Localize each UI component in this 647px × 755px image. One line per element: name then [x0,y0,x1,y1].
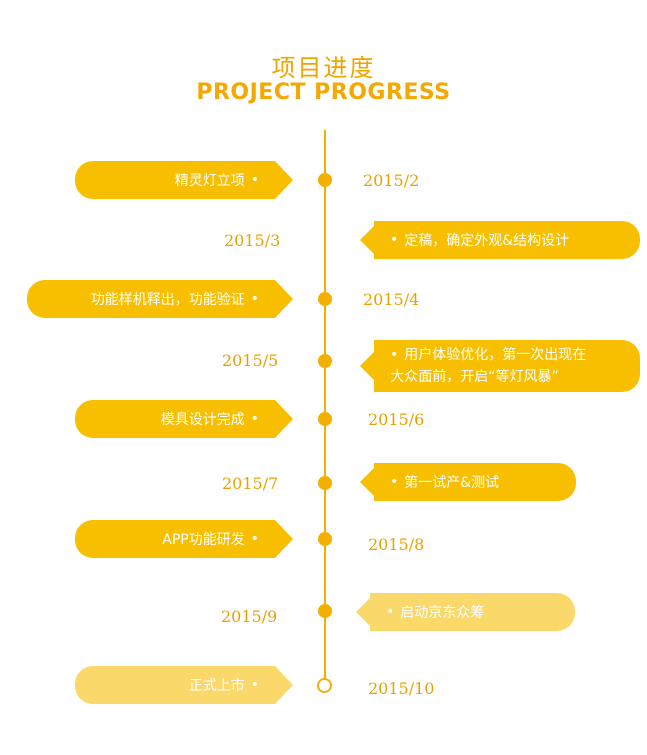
bubble-dot: • [250,291,259,307]
timeline-dot-hollow [317,678,332,693]
bubble-dot: • [390,474,399,490]
milestone-date: 2015/9 [221,607,278,626]
milestone-text: 用户体验优化，第一次出现在 [404,347,587,363]
milestone-date: 2015/5 [222,351,279,370]
bubble-dot: • [386,604,395,620]
milestone-bubble: APP功能研发 • [75,520,293,558]
milestone-text: 启动京东众筹 [400,605,485,621]
milestone-bubble: • 第一试产&测试 [360,463,576,501]
timeline-dot [318,292,332,306]
milestone-text: 定稿，确定外观&结构设计 [404,233,570,249]
milestone-text: 功能样机释出，功能验证 [90,292,245,308]
milestone-bubble: • 用户体验优化，第一次出现在 大众面前，开启“等灯风暴” [360,340,640,392]
milestone-bubble: • 启动京东众筹 [356,593,575,631]
milestone-date: 2015/7 [222,474,279,493]
bubble-dot: • [250,411,259,427]
milestone-date: 2015/2 [363,171,420,190]
milestone-date: 2015/8 [368,535,425,554]
milestone-bubble: 正式上市 • [75,666,293,704]
milestone-text: 模具设计完成 [160,412,245,428]
milestone-date: 2015/3 [224,231,281,250]
milestone-text: 第一试产&测试 [404,475,500,491]
timeline-axis [324,130,326,680]
milestone-text: APP功能研发 [162,532,245,548]
bubble-dot: • [390,347,399,363]
timeline-dot [318,532,332,546]
milestone-date: 2015/4 [363,290,420,309]
bubble-dot: • [250,531,259,547]
milestone-text-block: 用户体验优化，第一次出现在 大众面前，开启“等灯风暴” [390,344,587,388]
timeline-dot [318,412,332,426]
timeline-dot [318,604,332,618]
milestone-bubble: 精灵灯立项 • [75,161,293,199]
milestone-text: 正式上市 [188,678,245,694]
timeline-dot [318,354,332,368]
milestone-bubble: • 定稿，确定外观&结构设计 [360,221,640,259]
milestone-text-line2: 大众面前，开启“等灯风暴” [390,369,559,385]
timeline-dot [318,173,332,187]
page-title: 项目进度 [271,54,376,82]
milestone-date: 2015/10 [368,679,435,698]
milestone-bubble: 功能样机释出，功能验证 • [27,280,293,318]
bubble-dot: • [250,677,259,693]
bubble-dot: • [390,232,399,248]
milestone-bubble: 模具设计完成 • [75,400,293,438]
page-subtitle: PROJECT PROGRESS [196,80,451,105]
milestone-text: 精灵灯立项 [174,173,245,189]
bubble-dot: • [250,172,259,188]
timeline-dot [318,476,332,490]
milestone-date: 2015/6 [368,410,425,429]
